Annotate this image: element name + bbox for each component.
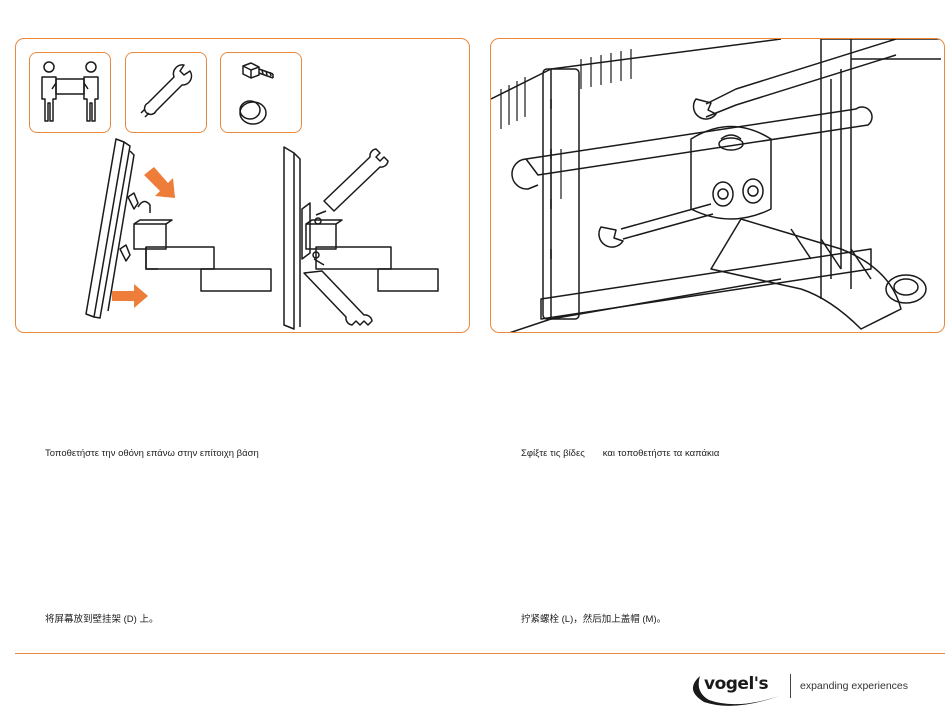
footer-divider — [15, 653, 945, 654]
arrow-down-icon — [144, 167, 175, 198]
brand-tagline: expanding experiences — [800, 680, 908, 692]
screen-edge-right — [284, 147, 294, 329]
step-1-caption-chinese: 将屏幕放到壁挂架 (D) 上。 — [45, 611, 158, 625]
mount-diagram — [16, 39, 469, 332]
step-illustration-tighten-bolts — [490, 38, 945, 333]
step-2-caption-greek-part2: και τοποθετήστε τα καπάκια — [603, 448, 720, 459]
step-2-caption-greek: Σφίξτε τις βίδες και τοποθετήστε τα καπάκ… — [521, 448, 719, 459]
step-1-caption-greek: Τοποθετήστε την οθόνη επάνω στην επίτοιχ… — [45, 448, 259, 459]
brand-name: vogel's — [704, 674, 768, 694]
logo-divider — [790, 674, 791, 698]
bolt-closeup-diagram — [491, 39, 944, 332]
arrow-right-icon — [112, 284, 148, 308]
brand-logo: vogel's expanding experiences — [690, 668, 920, 708]
step-illustration-mount-screen — [15, 38, 470, 333]
step-2-caption-chinese: 拧紧螺栓 (L)，然后加上盖帽 (M)。 — [521, 611, 666, 625]
step-2-caption-greek-part1: Σφίξτε τις βίδες — [521, 448, 585, 459]
